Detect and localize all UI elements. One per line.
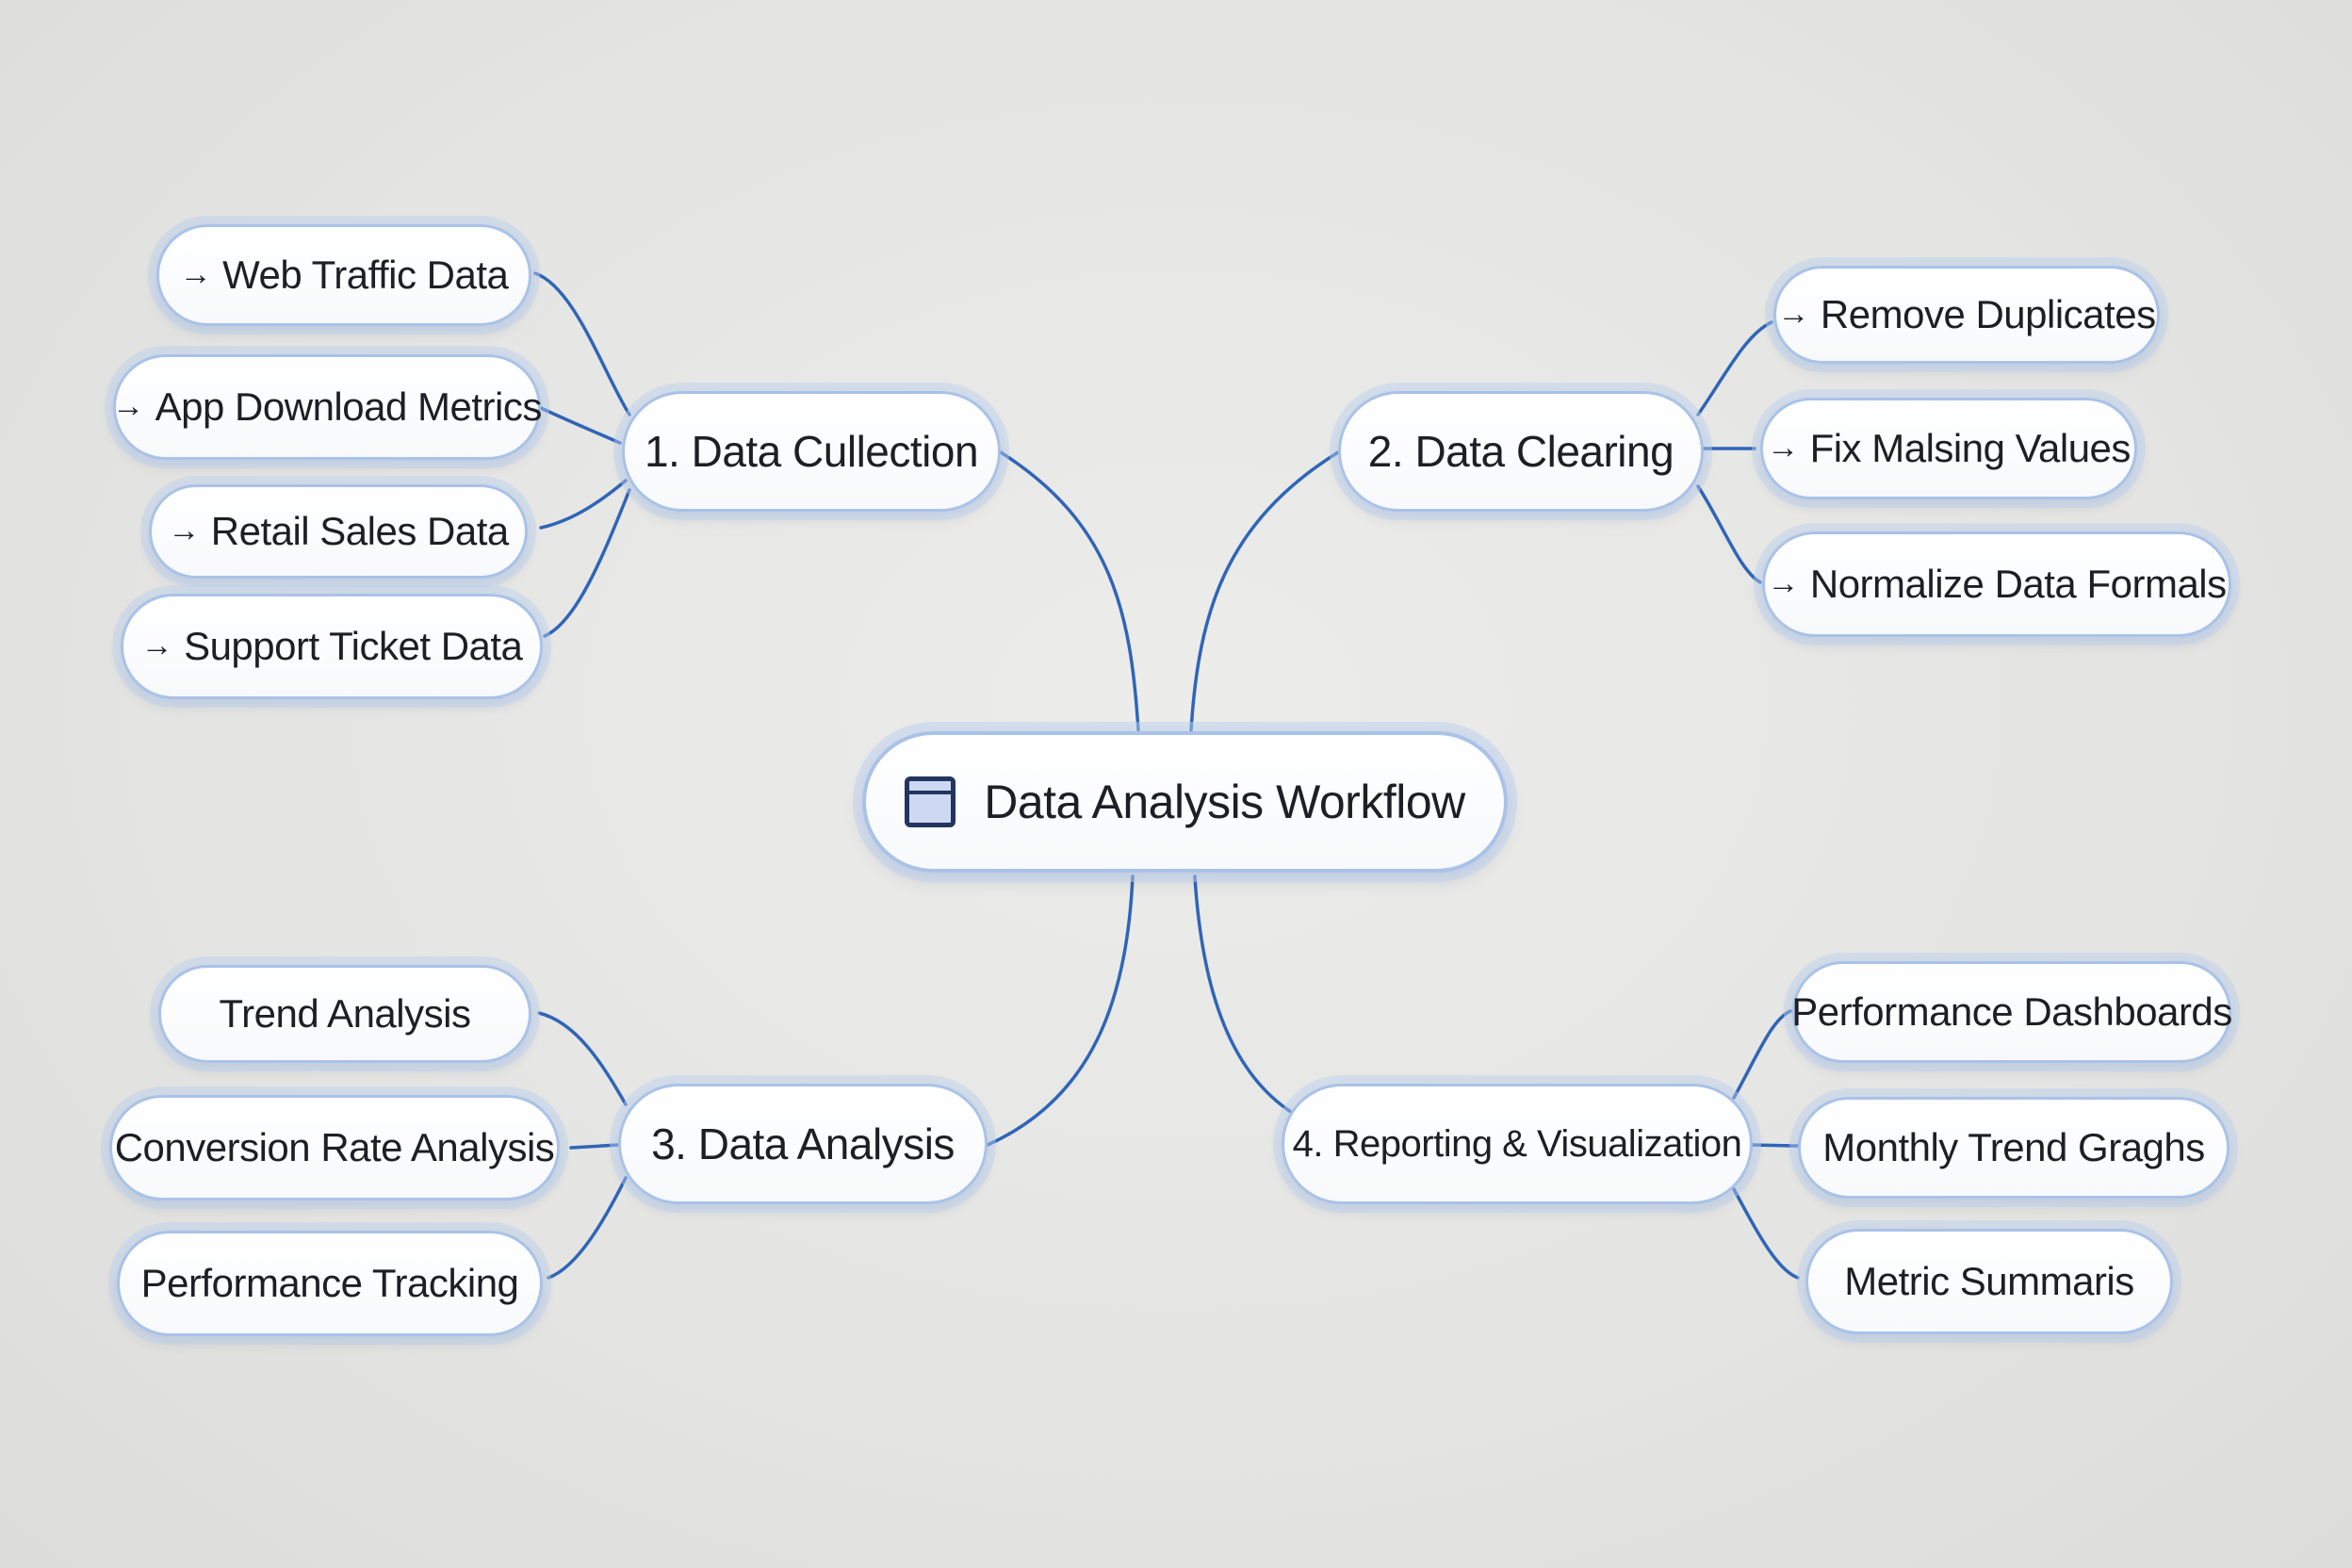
arrow-icon: → — [168, 512, 200, 548]
branch-node-data-analysis[interactable]: 3. Data Analysis — [618, 1084, 988, 1204]
leaf-metric-summaries[interactable]: Metric Summaris — [1805, 1229, 2173, 1334]
leaf-performance-dashboards[interactable]: Performance Dashboards — [1791, 961, 2232, 1063]
leaf-label: Conversion Rate Analysis — [114, 1125, 555, 1169]
arrow-icon: → — [140, 627, 173, 663]
branch-label: 4. Reporting & Visualization — [1292, 1122, 1742, 1165]
link-branch-1-leaf-2 — [539, 406, 622, 445]
branch-label: 2. Data Clearing — [1367, 427, 1674, 476]
arrow-icon: → — [1767, 564, 1799, 601]
link-branch-2-leaf-3 — [1696, 484, 1762, 584]
leaf-label: Performance Tracking — [140, 1261, 519, 1305]
link-branch-4-leaf-3 — [1732, 1187, 1800, 1280]
link-branch-3-leaf-3 — [547, 1176, 628, 1280]
leaf-app-download-metrics[interactable]: → App Download Metrics — [112, 354, 543, 460]
link-root-to-branch-1 — [999, 450, 1140, 732]
branch-label: 1. Data Cullection — [644, 427, 979, 476]
link-branch-3-leaf-1 — [537, 1011, 628, 1106]
arrow-icon: → — [112, 387, 144, 424]
leaf-web-traffic-data[interactable]: → Web Traffic Data — [156, 224, 531, 326]
leaf-support-ticket-data[interactable]: → Support Ticket Data — [121, 594, 543, 699]
link-branch-1-leaf-1 — [533, 271, 631, 416]
arrow-icon: → — [1767, 429, 1799, 466]
link-root-to-branch-3 — [986, 874, 1135, 1147]
link-root-to-branch-4 — [1193, 874, 1293, 1114]
arrow-icon: → — [1777, 295, 1809, 332]
branch-node-data-cleaning[interactable]: 2. Data Clearing — [1338, 391, 1704, 512]
link-branch-4-leaf-1 — [1732, 1009, 1792, 1100]
branch-node-data-collection[interactable]: 1. Data Cullection — [622, 391, 1001, 512]
leaf-normalize-data-formats[interactable]: → Normalize Data Formals — [1762, 531, 2231, 637]
leaf-trend-analysis[interactable]: Trend Analysis — [158, 965, 531, 1063]
arrow-icon: → — [179, 255, 212, 292]
leaf-label: Metric Summaris — [1844, 1259, 2134, 1303]
leaf-label: App Download Metrics — [155, 384, 543, 429]
leaf-performance-tracking[interactable]: Performance Tracking — [117, 1231, 543, 1336]
branch-label: 3. Data Analysis — [651, 1119, 955, 1168]
leaf-label: Trend Analysis — [219, 991, 471, 1036]
link-root-to-branch-2 — [1189, 450, 1340, 732]
leaf-monthly-trend-graphs[interactable]: Monthly Trend Graghs — [1798, 1097, 2230, 1199]
leaf-label: Web Traffic Data — [222, 253, 509, 297]
leaf-label: Fix Malsing Values — [1809, 426, 2132, 470]
leaf-label: Monthly Trend Graghs — [1822, 1125, 2205, 1169]
link-branch-2-leaf-1 — [1696, 320, 1773, 416]
notebook-icon — [905, 776, 956, 827]
leaf-label: Remove Duplicates — [1820, 292, 2156, 336]
branch-node-reporting-visualization[interactable]: 4. Reporting & Visualization — [1282, 1084, 1753, 1204]
leaf-fix-missing-values[interactable]: → Fix Malsing Values — [1760, 398, 2137, 499]
root-label: Data Analysis Workflow — [984, 776, 1465, 828]
link-branch-4-leaf-2 — [1749, 1143, 1800, 1148]
leaf-label: Support Ticket Data — [184, 624, 523, 668]
leaf-retail-sales-data[interactable]: → Retail Sales Data — [149, 484, 528, 579]
root-node[interactable]: Data Analysis Workflow — [862, 731, 1508, 873]
link-branch-1-leaf-3 — [539, 479, 628, 530]
link-branch-1-leaf-4 — [543, 488, 631, 638]
leaf-label: Normalize Data Formals — [1809, 562, 2227, 606]
leaf-label: Performance Dashboards — [1791, 989, 2232, 1034]
leaf-conversion-rate-analysis[interactable]: Conversion Rate Analysis — [109, 1095, 560, 1200]
leaf-remove-duplicates[interactable]: → Remove Duplicates — [1773, 266, 2160, 364]
link-branch-3-leaf-2 — [569, 1143, 620, 1150]
leaf-label: Retail Sales Data — [210, 509, 510, 553]
